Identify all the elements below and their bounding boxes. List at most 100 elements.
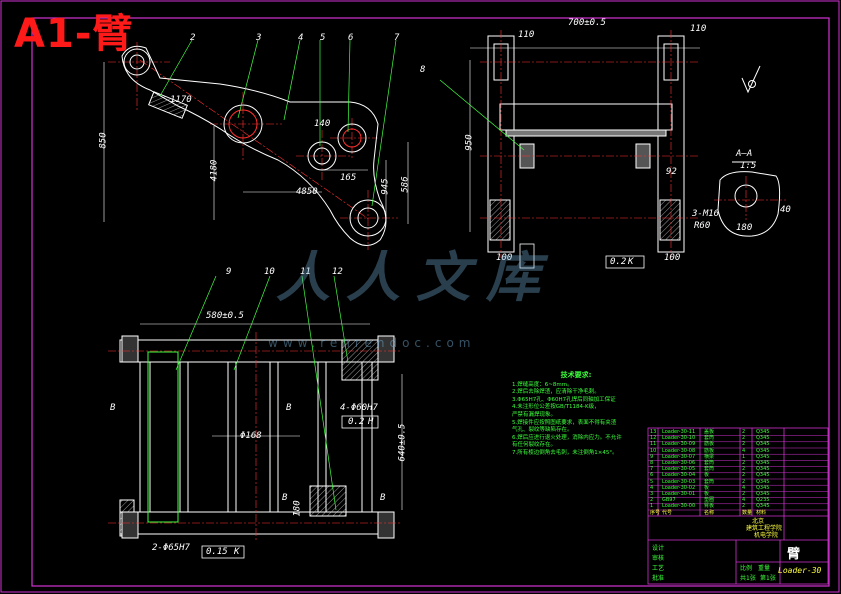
parts-cell-no: 3 [650, 491, 654, 497]
parts-cell-code: Loader-30-04 [662, 472, 696, 479]
dim-950: 950 [464, 134, 475, 151]
parts-cell-no: 11 [650, 441, 657, 448]
callout-11: 11 [300, 267, 311, 277]
callout-7: 7 [394, 33, 400, 43]
parts-cell-qty: 2 [742, 472, 746, 479]
parts-cell-name: 筋板 [704, 441, 715, 448]
detail-scale: 1:5 [740, 161, 757, 171]
dim-3m16: 3-M16 [692, 209, 720, 219]
drawing-number: Loader-30 [778, 566, 822, 575]
parts-cell-code: Loader-30-03 [662, 478, 696, 485]
notes-title: 技术要求: [560, 371, 592, 379]
label-check: 审核 [652, 555, 665, 562]
dim-40: 40 [780, 205, 791, 215]
dim-1170: 1170 [170, 95, 192, 105]
parts-cell-code: Loader-30-08 [662, 447, 696, 454]
parts-cell-name: 横梁 [704, 453, 715, 460]
parts-cell-mat: Q345 [756, 447, 770, 454]
parts-cell-mat: Q345 [756, 472, 770, 479]
parts-cell-mat: Q345 [756, 503, 770, 510]
parts-cell-code: Loader-30-11 [662, 429, 696, 435]
parts-cell-code: GB97 [662, 497, 676, 504]
dim-4180: 4180 [209, 159, 220, 182]
note-line: 6.焊后应进行退火处理，消除内应力。不允许 [512, 434, 622, 441]
tol-015: 0.15 [206, 547, 228, 557]
label-sheet: 共1张 [740, 575, 756, 582]
parts-header-cell: 数量 [742, 509, 753, 516]
parts-cell-mat: Q345 [756, 453, 770, 460]
parts-header-cell: 代号 [662, 509, 673, 516]
parts-cell-qty: 2 [742, 503, 746, 510]
watermark-url: www.renrendoc.com [268, 336, 476, 350]
parts-cell-qty: 4 [742, 497, 746, 504]
parts-cell-mat: Q345 [756, 491, 770, 497]
top-view [108, 275, 403, 559]
parts-cell-name: 套筒 [704, 435, 715, 442]
tol-02h: 0.2 [348, 417, 365, 427]
parts-cell-code: Loader-30-06 [662, 460, 696, 466]
dim-4850: 4850 [296, 187, 318, 197]
drawing-title: A1-臂 [14, 11, 134, 57]
parts-cell-mat: Q345 [756, 435, 770, 442]
dim-586: 586 [400, 176, 411, 193]
parts-cell-code: Loader-30-00 [662, 503, 696, 510]
dim-180-detail: 180 [736, 223, 753, 233]
callout-6: 6 [348, 33, 354, 43]
callout-10: 10 [264, 267, 275, 277]
note-line: 7.所有棱边倒角去毛刺，未注倒角1×45°。 [512, 449, 618, 456]
parts-cell-no: 9 [650, 453, 654, 460]
parts-cell-name: 筋板 [704, 447, 715, 454]
title-block-frame [647, 427, 829, 585]
parts-cell-no: 6 [650, 472, 654, 479]
tol-h: H [368, 417, 374, 427]
detail-view [714, 161, 786, 237]
note-line: 4.未注形位公差按GB/T1184-K级， [512, 404, 600, 411]
label-sheet2: 第1张 [760, 575, 776, 582]
side-view [103, 39, 409, 250]
parts-cell-no: 8 [650, 460, 654, 466]
school-line3: 机电学院 [754, 532, 779, 539]
parts-cell-name: 盖板 [704, 429, 715, 435]
parts-cell-qty: 2 [742, 466, 746, 473]
parts-cell-qty: 2 [742, 435, 746, 442]
parts-cell-mat: Q345 [756, 478, 770, 485]
note-line: 5.焊接件应按照图纸要求，表面不得有夹渣 [512, 419, 617, 426]
parts-cell-code: Loader-30-01 [662, 491, 696, 497]
dim-110-right: 110 [690, 24, 707, 34]
callout-4: 4 [298, 33, 304, 43]
dim-100-right: 100 [664, 253, 681, 263]
section-b1: B [110, 403, 116, 413]
note-line: 气孔、裂纹等缺陷存在。 [512, 427, 573, 434]
dim-110-left: 110 [518, 30, 535, 40]
dim-580: 580±0.5 [206, 311, 244, 321]
note-line: 严禁有漏焊现象。 [512, 411, 557, 418]
school-line2: 建筑工程学院 [746, 525, 783, 532]
parts-cell-qty: 4 [742, 484, 746, 491]
detail-label: A—A [736, 149, 753, 159]
roughness-symbol [741, 65, 761, 94]
front-view [439, 30, 700, 269]
section-b2: B [286, 403, 292, 413]
dim-165: 165 [340, 173, 357, 183]
parts-cell-code: Loader-30-09 [662, 441, 696, 448]
parts-cell-mat: Q345 [756, 484, 770, 491]
note-line: 2.焊后去除焊渣，应清除干净毛刺。 [512, 389, 600, 396]
parts-cell-code: Loader-30-05 [662, 466, 696, 473]
parts-cell-no: 7 [650, 466, 654, 473]
parts-cell-name: 套筒 [704, 466, 715, 473]
dim-100-left: 100 [496, 253, 513, 263]
parts-cell-name: 臂板 [704, 503, 715, 510]
note-line: 1.焊缝高度：6~8mm。 [512, 381, 573, 388]
parts-cell-code: Loader-30-07 [662, 453, 696, 460]
watermark: 人人文库 [276, 245, 556, 309]
parts-header-cell: 名称 [704, 509, 715, 516]
dim-140: 140 [314, 119, 331, 129]
parts-cell-no: 13 [650, 429, 657, 435]
dim-850: 850 [98, 132, 109, 149]
parts-cell-name: 板 [704, 484, 710, 491]
callout-8: 8 [420, 65, 426, 75]
parts-cell-qty: 2 [742, 429, 746, 435]
tol-k-top: K [628, 257, 634, 267]
label-scale: 比例 [740, 565, 753, 572]
label-design: 设计 [652, 545, 665, 552]
